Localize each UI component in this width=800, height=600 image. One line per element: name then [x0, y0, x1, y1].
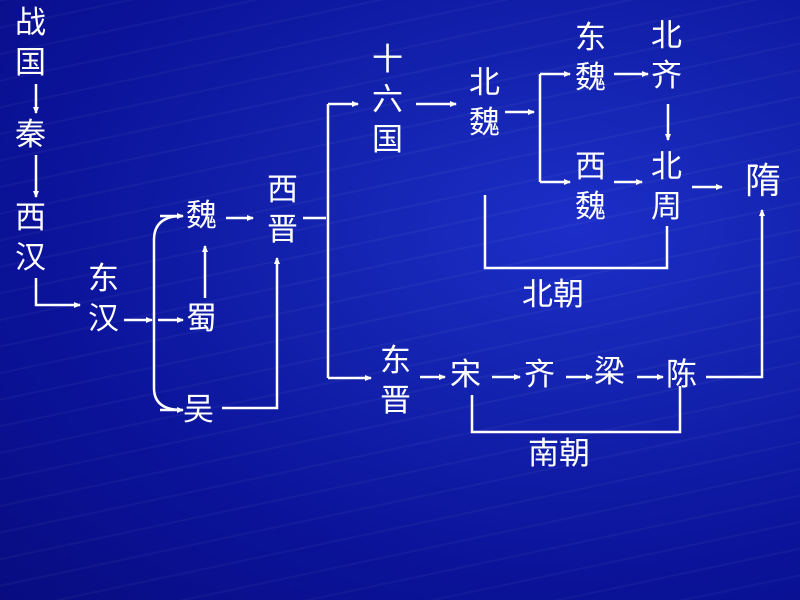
node-qi: 齐 — [524, 357, 555, 393]
node-beiwei: 北 魏 — [469, 65, 500, 141]
arrow-xihan-donghan — [34, 278, 81, 308]
node-xiwei: 西 魏 — [575, 149, 606, 225]
group-label-beichao: 北朝 — [522, 277, 584, 313]
node-chen: 陈 — [666, 357, 697, 393]
node-sui: 隋 — [745, 161, 782, 202]
node-shiliuguo: 十 六 国 — [372, 42, 403, 158]
node-xihan: 西 汉 — [15, 200, 46, 276]
node-dongjin: 东 晋 — [380, 343, 411, 419]
node-wei: 魏 — [186, 198, 217, 234]
arrow-chen-sui — [706, 209, 765, 379]
arrow-wu-xijin — [222, 257, 280, 410]
node-xijin: 西 晋 — [267, 172, 298, 248]
node-qin: 秦 — [15, 117, 46, 153]
node-shu: 蜀 — [186, 301, 217, 337]
node-liang: 梁 — [594, 354, 625, 390]
node-zhanguo: 战 国 — [15, 5, 46, 81]
node-wu: 吴 — [183, 392, 214, 428]
bracket-three-kingdoms — [152, 214, 183, 412]
bracket-nanchao — [470, 386, 682, 434]
bracket-beichao — [483, 195, 669, 270]
node-beiqi: 北 齐 — [651, 18, 682, 94]
node-song: 宋 — [450, 357, 481, 393]
group-label-nanchao: 南朝 — [528, 436, 590, 472]
node-beizhou: 北 周 — [651, 149, 682, 225]
node-donghan: 东 汉 — [88, 261, 119, 337]
node-dongwei: 东 魏 — [575, 20, 606, 96]
